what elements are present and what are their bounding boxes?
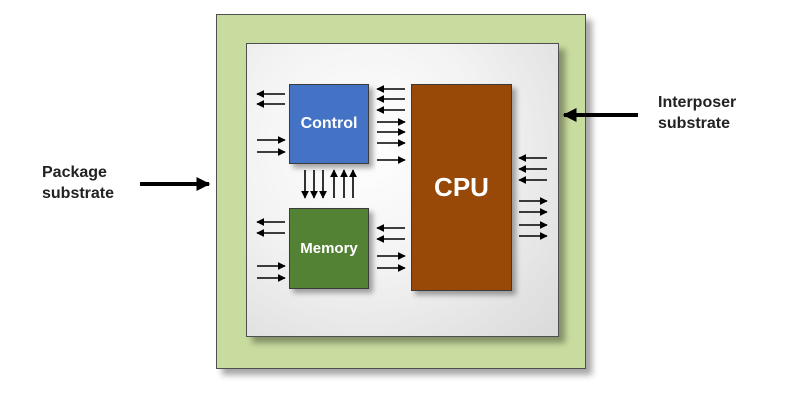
control-label: Control	[300, 115, 358, 132]
interposer-substrate-label: Interposer substrate	[658, 92, 736, 134]
interposer-label-line2: substrate	[658, 115, 731, 132]
package-label-line2: substrate	[42, 185, 115, 202]
memory-label: Memory	[300, 240, 358, 257]
package-substrate-label: Package substrate	[42, 162, 114, 204]
control-block: Control	[289, 84, 369, 164]
package-label-line1: Package	[42, 164, 107, 181]
cpu-label: CPU	[434, 172, 489, 202]
memory-block: Memory	[289, 208, 369, 289]
interposer-label-line1: Interposer	[658, 94, 737, 111]
cpu-block: CPU	[411, 84, 512, 291]
